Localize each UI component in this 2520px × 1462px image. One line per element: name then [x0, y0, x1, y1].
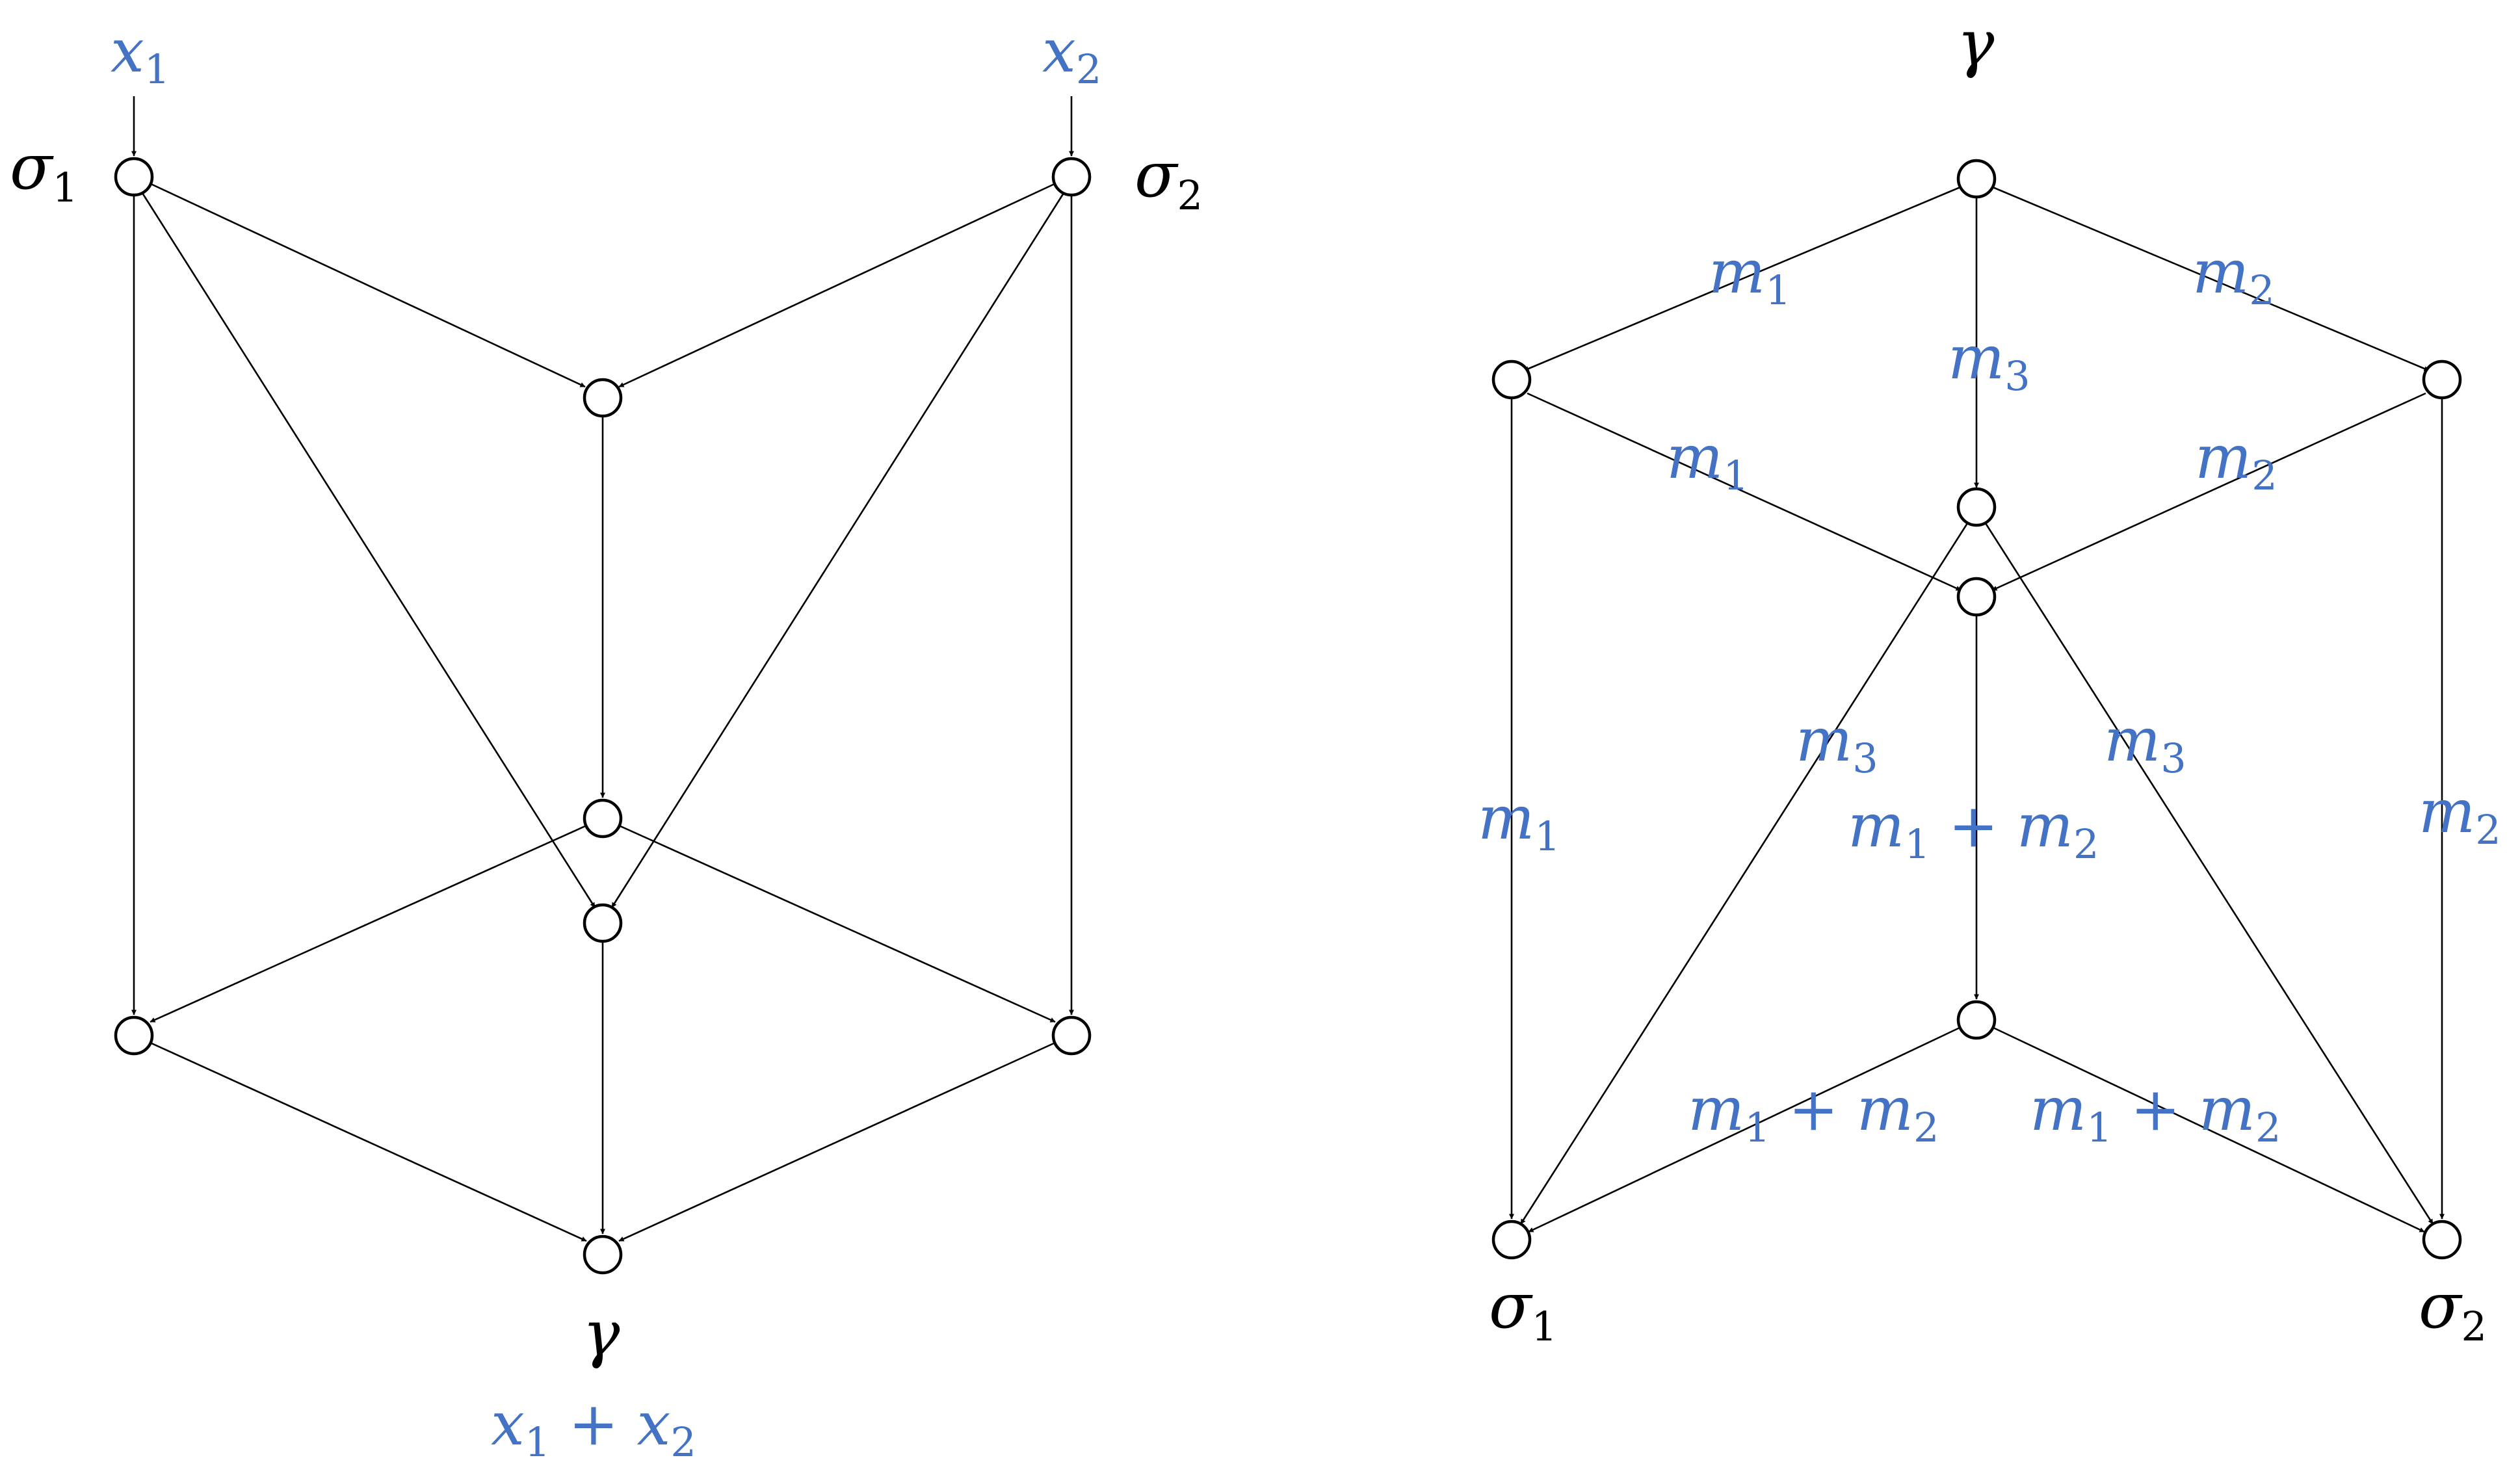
left-graph-edges [131, 96, 1074, 1242]
label-gamma: γ [1957, 7, 1995, 80]
right-graph-edges [1509, 186, 2445, 1233]
node-lower-mid [583, 903, 623, 943]
label-sigma1: σ1 [10, 131, 78, 211]
edge-label-m1-top: m1 [1709, 237, 1791, 314]
node-gamma [1956, 159, 1997, 199]
edge-bottom-left-to-gamma [150, 1041, 587, 1242]
edge-label-m1-plus-m2-center: m1+m2 [1848, 791, 2099, 868]
edge-center-to-bottom-left [150, 824, 587, 1023]
node-sigma2 [1051, 157, 1092, 197]
edge-label-m1-vertical: m1 [1478, 783, 1560, 860]
edge-bottom-to-sigma2 [1993, 1026, 2425, 1233]
edge-label-m2-vertical: m2 [2419, 777, 2501, 854]
edge-label-m1-plus-m2-bottom-left: m1+m2 [1688, 1075, 1939, 1151]
edge-sigma2-to-upper-mid [618, 182, 1057, 388]
edge-upper-center-to-sigma1 [1519, 523, 1969, 1225]
node-sigma1 [1491, 1220, 1532, 1260]
edge-sigma1-to-lower-mid [141, 192, 596, 908]
node-upper-mid [583, 378, 623, 418]
edge-label-m3-lower-left: m3 [1796, 705, 1878, 782]
edge-sigma2-to-lower-mid [610, 192, 1065, 908]
node-bottom-left [114, 1015, 154, 1056]
right-graph-nodes [1491, 159, 2462, 1260]
edge-right-to-center [1991, 392, 2426, 592]
node-gamma [583, 1234, 623, 1275]
edge-label-m3-top: m3 [1948, 323, 2030, 400]
edge-label-m2-upper: m2 [2195, 423, 2277, 499]
label-sigma1: σ1 [1489, 1270, 1557, 1350]
node-sigma2 [2422, 1220, 2462, 1260]
left-graph-nodes [114, 157, 1092, 1275]
label-gamma: γ [583, 1298, 620, 1370]
edge-gamma-to-left [1523, 186, 1961, 372]
right-graph: γ σ1 σ2 m1 m2 m3 m1 m2 m3 [1478, 7, 2501, 1350]
edge-sigma1-to-upper-mid [149, 182, 586, 388]
label-sigma2: σ2 [2419, 1270, 2487, 1350]
edge-label-m2-top: m2 [2192, 237, 2275, 314]
node-right [2422, 359, 2462, 400]
right-graph-labels: γ σ1 σ2 m1 m2 m3 m1 m2 m3 [1478, 7, 2501, 1350]
left-graph-labels: x1 x2 σ1 σ2 γ x1+x2 [10, 16, 1203, 1462]
edge-left-to-center [1527, 392, 1962, 592]
edge-bottom-right-to-gamma [618, 1041, 1056, 1242]
label-x1: x1 [111, 16, 170, 93]
edge-bottom-to-sigma1 [1528, 1026, 1960, 1233]
left-graph: x1 x2 σ1 σ2 γ x1+x2 [10, 16, 1203, 1462]
label-x1-plus-x2: x1+x2 [491, 1389, 696, 1462]
edge-gamma-to-right [1992, 186, 2430, 372]
node-center [1956, 577, 1997, 617]
node-center [583, 798, 623, 839]
edge-label-m1-upper: m1 [1666, 423, 1749, 499]
node-bottom [1956, 1000, 1997, 1040]
edge-upper-center-to-sigma2 [1984, 523, 2434, 1225]
label-sigma2: σ2 [1135, 138, 1203, 219]
node-bottom-right [1051, 1015, 1092, 1056]
node-left [1491, 359, 1532, 400]
label-x2: x2 [1042, 16, 1101, 93]
edge-label-m3-lower-right: m3 [2104, 705, 2186, 782]
node-sigma1 [114, 157, 154, 197]
node-upper-center [1956, 487, 1997, 527]
edge-center-to-bottom-right [618, 824, 1056, 1023]
edge-label-m1-plus-m2-bottom-right: m1+m2 [2030, 1075, 2281, 1151]
